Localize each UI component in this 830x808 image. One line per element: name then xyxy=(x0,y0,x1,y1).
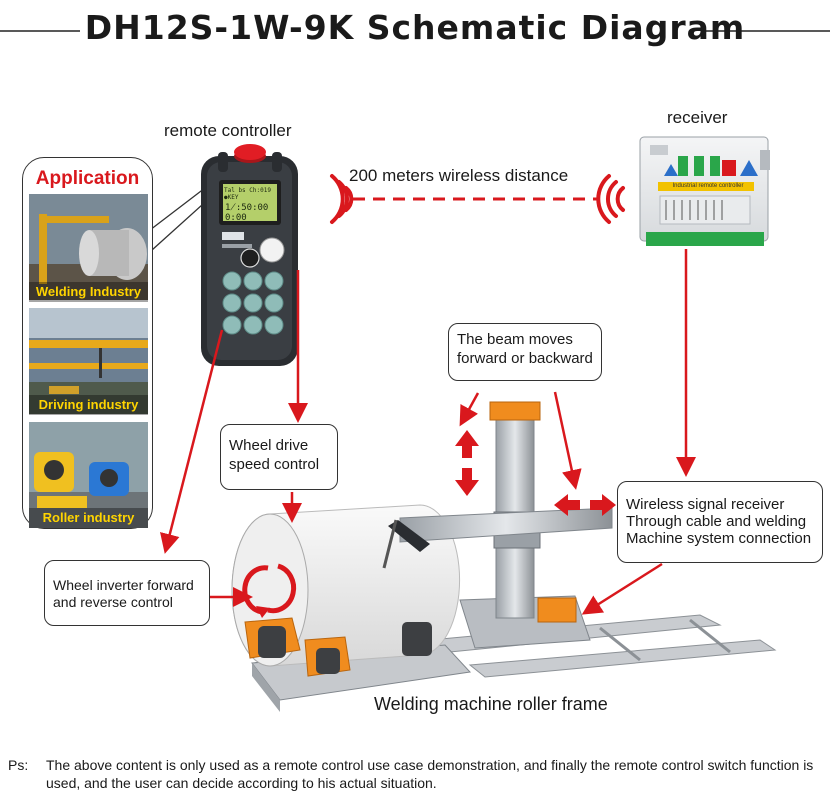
roller-industry-caption: Roller industry xyxy=(29,508,148,528)
motion-arrows xyxy=(455,430,616,516)
inverter-callout: Wheel inverter forward and reverse contr… xyxy=(44,560,210,626)
wireless-line3: Machine system connection xyxy=(626,530,812,547)
wireless-line2: Through cable and welding xyxy=(626,513,807,530)
welding-machine-illustration xyxy=(231,401,777,712)
welding-industry-caption: Welding Industry xyxy=(29,282,148,302)
signal-waves-left-icon xyxy=(330,174,354,224)
remote-controller-label: remote controller xyxy=(164,121,292,140)
remote-controller-illustration xyxy=(149,144,298,366)
wheel-drive-callout: Wheel drive speed control xyxy=(220,424,338,490)
welding-industry-image xyxy=(29,194,148,300)
driving-industry-caption: Driving industry xyxy=(29,395,148,415)
receiver-panel-label: Industrial remote controller xyxy=(672,183,744,189)
horizontal-double-arrow-icon xyxy=(554,494,580,516)
wheel-drive-line2: speed control xyxy=(229,456,320,473)
arrow-remote-to-inverter xyxy=(160,329,224,554)
beam-callout-line2: forward or backward xyxy=(457,350,593,367)
roller-frame-label: Welding machine roller frame xyxy=(374,694,608,714)
receiver-illustration xyxy=(639,136,770,246)
driving-industry-image xyxy=(29,308,148,414)
page-title: DH12S-1W-9K Schematic Diagram xyxy=(84,8,746,47)
arrow-beam-callout xyxy=(553,391,582,490)
wireless-distance-label: 200 meters wireless distance xyxy=(349,166,569,185)
wireless-line1: Wireless signal receiver xyxy=(626,496,785,513)
ps-text: The above content is only used as a remo… xyxy=(46,757,814,791)
arrow-beam-left-callout xyxy=(459,392,480,427)
arrow-receiver-to-base xyxy=(581,562,663,615)
inverter-line2: and reverse control xyxy=(53,594,173,610)
ps-key: Ps: xyxy=(8,757,29,773)
remote-screen-line1: Tаl bs Ch:019 ●KEY xyxy=(224,187,271,201)
remote-screen-line2: 1̸:50:00 0:00 xyxy=(225,203,269,223)
beam-moves-callout: The beam moves forward or backward xyxy=(448,323,602,381)
connector-arrows xyxy=(160,249,696,615)
beam-callout-line1: The beam moves xyxy=(457,331,573,348)
roller-industry-image xyxy=(29,422,148,528)
signal-waves-right-icon xyxy=(596,174,625,224)
receiver-label: receiver xyxy=(667,108,728,127)
wireless-link xyxy=(330,174,625,224)
wireless-receiver-callout: Wireless signal receiver Through cable a… xyxy=(617,481,823,563)
vertical-double-arrow-icon xyxy=(455,430,479,458)
inverter-line1: Wheel inverter forward xyxy=(53,577,194,593)
wheel-drive-line1: Wheel drive xyxy=(229,437,309,454)
application-title: Application xyxy=(35,168,140,189)
